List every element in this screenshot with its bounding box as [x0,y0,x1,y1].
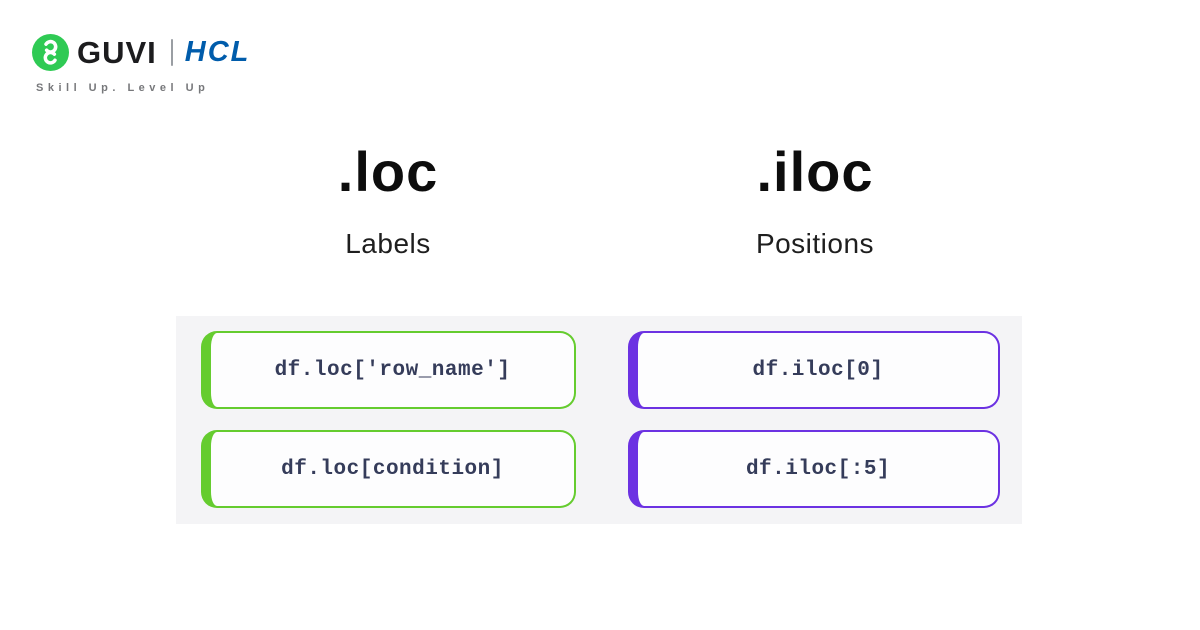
loc-heading: .loc [337,140,439,203]
brand-tagline: Skill Up. Level Up [36,82,210,94]
code-snippet: df.loc['row_name'] [274,358,511,382]
code-snippet: df.loc[condition] [281,457,504,481]
loc-column-header: .loc Labels [176,140,600,260]
code-box-loc-row-name: df.loc['row_name'] [201,331,576,409]
iloc-column-header: .iloc Positions [603,140,1027,260]
code-snippet: df.iloc[:5] [745,457,891,481]
code-box-iloc-zero: df.iloc[0] [628,331,1000,409]
iloc-subheading: Positions [755,228,875,260]
brand-lockup: GUVI HCL [32,34,250,71]
brand-header: GUVI HCL Skill Up. Level Up [32,34,250,94]
guvi-wordmark: GUVI [77,34,157,70]
loc-subheading: Labels [345,228,431,260]
code-box-iloc-slice: df.iloc[:5] [628,430,1000,508]
code-box-loc-condition: df.loc[condition] [201,430,576,508]
brand-divider [170,39,173,66]
guvi-rings-icon [32,34,69,71]
iloc-heading: .iloc [756,140,874,203]
code-snippet: df.iloc[0] [752,358,884,382]
hcl-wordmark: HCL [184,36,251,68]
